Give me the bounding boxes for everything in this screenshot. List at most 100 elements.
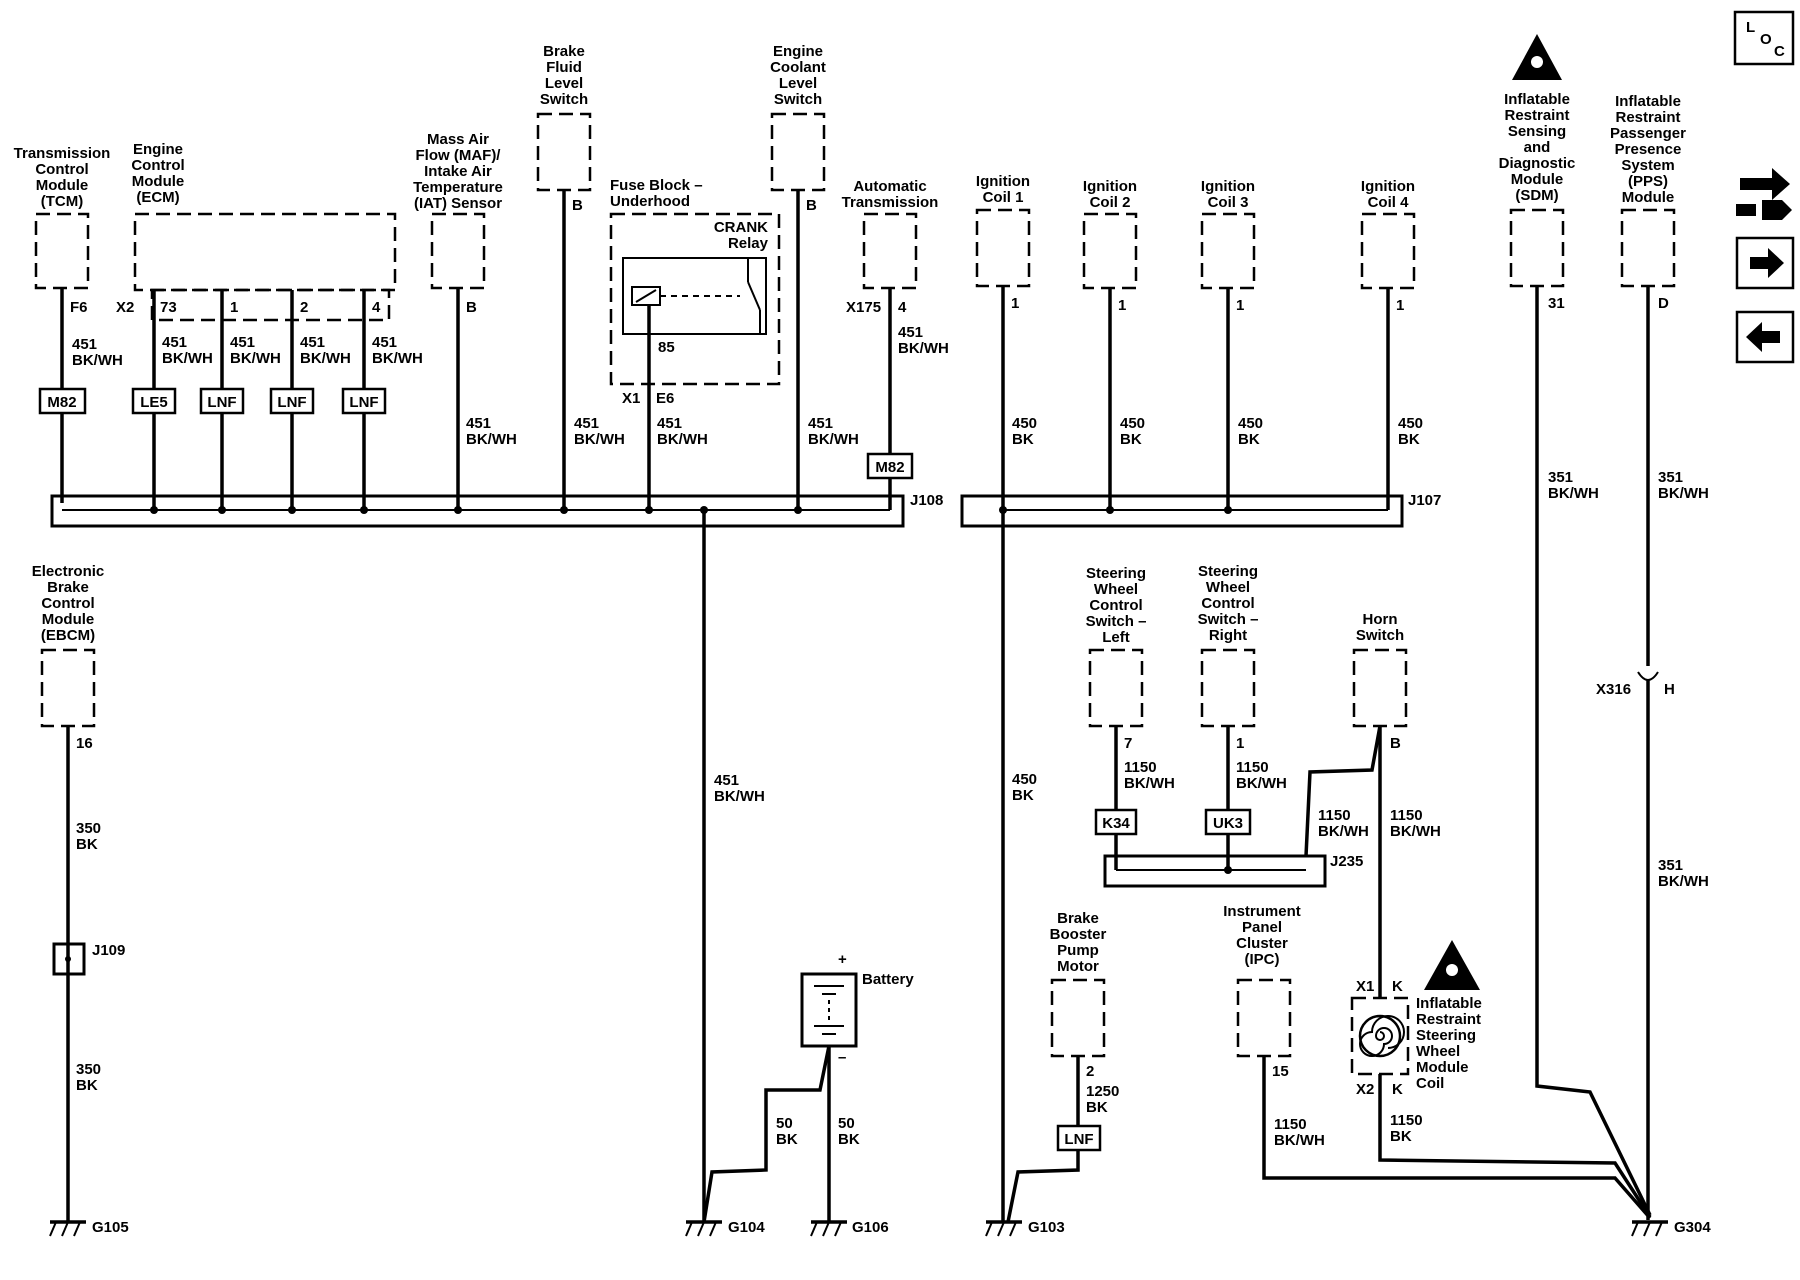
coil4-label-2: Coil 4	[1368, 194, 1409, 211]
coil4-component: Ignition Coil 4 1	[1360, 178, 1416, 314]
coil3-label-1: Ignition	[1201, 178, 1255, 195]
coolant-component: Engine Coolant Level Switch B	[770, 43, 826, 214]
maf-label-2: Flow (MAF)/	[416, 147, 502, 164]
option-text-lnf-3: LNF	[349, 394, 378, 411]
maf-label-4: Temperature	[413, 179, 503, 196]
ground-g103: G103	[985, 1219, 1065, 1237]
prev-page-button[interactable]	[1735, 310, 1795, 364]
j108-node-5	[454, 506, 462, 514]
crank-relay-box	[622, 257, 767, 335]
g103-hatch-2	[997, 1221, 1005, 1237]
sdm-label-4: and	[1524, 139, 1551, 156]
booster-wire-color: BK	[1086, 1099, 1108, 1116]
tool-handle-shape[interactable]	[1736, 204, 1756, 216]
next-page-button[interactable]	[1735, 236, 1795, 290]
g106-label: G106	[852, 1219, 889, 1236]
maf-wire-num: 451	[466, 415, 491, 432]
coolant-label-2: Coolant	[770, 59, 826, 76]
option-badge-k34	[1094, 808, 1138, 836]
coil1-lower-wire-num: 450	[1012, 771, 1037, 788]
g304-hatch-3	[1655, 1221, 1663, 1237]
j109-label: J109	[92, 942, 125, 959]
sdm-label-1: Inflatable	[1504, 91, 1570, 108]
swc-left-wire-color: BK/WH	[1124, 775, 1175, 792]
fuse-wire-num: 451	[657, 415, 682, 432]
maf-label-3: Intake Air	[424, 163, 492, 180]
coil2-label-2: Coil 2	[1090, 194, 1131, 211]
brake-fluid-label-4: Switch	[540, 91, 588, 108]
brake-booster-pin: 2	[1086, 1063, 1094, 1080]
crank-relay-label-1: CRANK	[714, 219, 768, 236]
fuse-wire-color: BK/WH	[657, 431, 708, 448]
ecm-component: Engine Control Module (ECM) X2 73 1 2 4	[116, 141, 397, 322]
sdm-wire-color: BK/WH	[1548, 485, 1599, 502]
swc-right-label-5: Right	[1209, 627, 1247, 644]
ecm-pin-2: 1	[230, 299, 238, 316]
sdm-wire-num: 351	[1548, 469, 1573, 486]
ground-g105: G105	[49, 1219, 129, 1237]
splice-j235	[1103, 854, 1327, 888]
ecm-pin-4: 4	[372, 299, 381, 316]
battery-component: + Battery –	[800, 951, 914, 1066]
option-text-le5: LE5	[140, 394, 168, 411]
horn-j235-wire-num: 1150	[1318, 807, 1351, 824]
trans-wire-color: BK/WH	[898, 340, 949, 357]
ebcm-label-1: Electronic	[32, 563, 105, 580]
ipc-label-2: Panel	[1242, 919, 1282, 936]
option-badge-lnf-3	[341, 387, 387, 415]
loc-button[interactable]: L O C	[1733, 10, 1795, 66]
fuse-block-box	[609, 212, 781, 386]
g103-hatch-3	[1009, 1221, 1017, 1237]
swc-right-wire-color: BK/WH	[1236, 775, 1287, 792]
swc-right-pin: 1	[1236, 735, 1244, 752]
j107-node-2	[1106, 506, 1114, 514]
arrow-right-icon[interactable]	[1750, 248, 1784, 278]
arrow-left-icon[interactable]	[1746, 322, 1780, 352]
swc-right-label-3: Control	[1201, 595, 1254, 612]
ipc-box	[1236, 978, 1292, 1058]
ecm-wire-2-num: 451	[230, 334, 255, 351]
swc-left-wire-num: 1150	[1124, 759, 1157, 776]
ebcm-label-2: Brake	[47, 579, 89, 596]
g105-label: G105	[92, 1219, 129, 1236]
g106-hatch-3	[834, 1221, 842, 1237]
g304-label: G304	[1674, 1219, 1711, 1236]
fuse-connector: X1	[622, 390, 640, 407]
loc-letter-o: O	[1760, 31, 1772, 48]
horn-to-j235-wire	[1304, 725, 1382, 857]
horn-wire-num: 1150	[1390, 807, 1423, 824]
tool-arrow-shape[interactable]	[1740, 168, 1790, 200]
j108-label: J108	[910, 492, 943, 509]
option-text-uk3: UK3	[1213, 815, 1243, 832]
ecm-label-3: Module	[132, 173, 185, 190]
auto-trans-label-1: Automatic	[853, 178, 926, 195]
coil3-wire-num: 450	[1238, 415, 1263, 432]
pps-pin: D	[1658, 295, 1669, 312]
coil3-label-2: Coil 3	[1208, 194, 1249, 211]
j107-node-1	[999, 506, 1007, 514]
j108-node-8	[794, 506, 802, 514]
maf-label-1: Mass Air	[427, 131, 489, 148]
x316-connector: X316	[1596, 681, 1631, 698]
pps-label-2: Restraint	[1615, 109, 1680, 126]
ecm-label-4: (ECM)	[136, 189, 179, 206]
loc-button-frame[interactable]	[1733, 10, 1795, 66]
battery-positive: +	[838, 951, 847, 968]
coil2-label-1: Ignition	[1083, 178, 1137, 195]
horn-j235-wire-color: BK/WH	[1318, 823, 1369, 840]
tcm-wire-num: 451	[72, 336, 97, 353]
swc-right-label-4: Switch –	[1198, 611, 1259, 628]
swc-right-component: Steering Wheel Control Switch – Right 1	[1198, 563, 1259, 752]
x316-connector-icon	[1637, 671, 1659, 681]
option-text-lnf-2: LNF	[277, 394, 306, 411]
pps-lower-wire-num: 351	[1658, 857, 1683, 874]
ecm-wire-3-color: BK/WH	[300, 350, 351, 367]
tool-wrench-icon[interactable]	[1736, 168, 1792, 220]
ebcm-wire-num: 350	[76, 820, 101, 837]
tool-wrench-shape[interactable]	[1762, 200, 1792, 220]
j109-node	[65, 956, 71, 962]
coolant-box	[770, 112, 826, 192]
splice-j109	[52, 942, 86, 976]
fuse-block-label-2: Underhood	[610, 193, 690, 210]
